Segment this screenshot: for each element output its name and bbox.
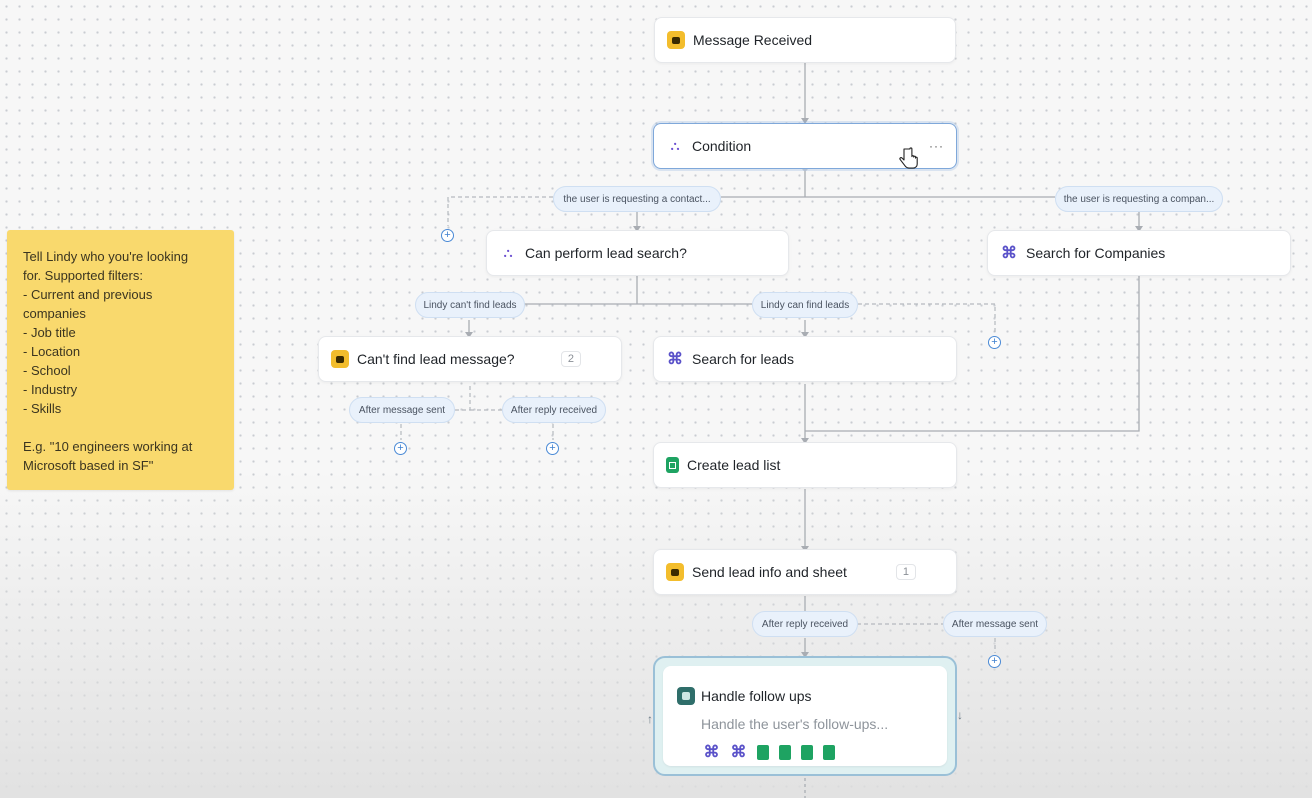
- count-badge: 1: [895, 564, 916, 580]
- node-label: Condition: [692, 138, 752, 154]
- node-label: Can't find lead message?: [357, 351, 515, 367]
- node-message-received[interactable]: Message Received: [654, 17, 956, 63]
- sheets-icon: [779, 744, 791, 760]
- sticky-line: - Industry: [23, 382, 78, 397]
- hand-cursor-icon: [899, 147, 918, 169]
- branch-pill-company[interactable]: the user is requesting a compan...: [1055, 186, 1223, 212]
- node-label: Search for leads: [692, 351, 794, 367]
- sticky-line: Tell Lindy who you're looking: [23, 249, 189, 264]
- branch-pill-can-find[interactable]: Lindy can find leads: [752, 292, 858, 318]
- more-options-button[interactable]: ···: [929, 139, 944, 153]
- branch-icon: ⛬: [503, 245, 513, 260]
- node-send-lead-info[interactable]: Send lead info and sheet 1: [653, 549, 957, 595]
- sheets-icon: [823, 744, 835, 760]
- branch-pill-after-message-sent[interactable]: After message sent: [943, 611, 1047, 637]
- branch-icon: ⛬: [670, 138, 680, 153]
- chat-icon: [667, 31, 685, 49]
- add-step-button[interactable]: +: [394, 442, 407, 455]
- sticky-line: [23, 418, 218, 437]
- sticky-line: Microsoft based in SF": [23, 458, 154, 473]
- sheets-icon: [757, 744, 769, 760]
- sticky-line: - Skills: [23, 401, 62, 416]
- node-label: Create lead list: [687, 457, 781, 473]
- sticky-line: - Location: [23, 344, 81, 359]
- node-handle-follow-ups[interactable]: Handle follow ups Handle the user's foll…: [647, 656, 963, 776]
- branch-pill-cant-find[interactable]: Lindy can't find leads: [415, 292, 525, 318]
- node-cant-find-lead-message[interactable]: Can't find lead message? 2: [318, 336, 622, 382]
- sticky-line: companies: [23, 306, 86, 321]
- agent-card: Handle follow ups Handle the user's foll…: [663, 666, 947, 766]
- sheets-icon: [801, 744, 813, 760]
- people-search-icon: ⌘: [730, 744, 747, 761]
- node-description: Handle the user's follow-ups...: [701, 716, 889, 732]
- node-label: Handle follow ups: [701, 688, 812, 704]
- chat-icon: [666, 563, 684, 581]
- branch-pill-after-reply-received[interactable]: After reply received: [502, 397, 606, 423]
- sticky-line: for. Supported filters:: [23, 268, 143, 283]
- node-label: Send lead info and sheet: [692, 564, 847, 580]
- node-label: Search for Companies: [1026, 245, 1166, 261]
- node-can-perform-lead-search[interactable]: ⛬ Can perform lead search?: [486, 230, 789, 276]
- sticky-line: E.g. "10 engineers working at: [23, 439, 193, 454]
- add-step-button[interactable]: +: [988, 655, 1001, 668]
- node-label: Can perform lead search?: [525, 245, 687, 261]
- sticky-line: - Current and previous: [23, 287, 153, 302]
- sticky-note[interactable]: Tell Lindy who you're looking for. Suppo…: [7, 230, 234, 490]
- add-step-button[interactable]: +: [988, 336, 1001, 349]
- node-search-for-companies[interactable]: ⌘ Search for Companies: [987, 230, 1291, 276]
- branch-pill-after-message-sent[interactable]: After message sent: [349, 397, 455, 423]
- sticky-line: - Job title: [23, 325, 76, 340]
- node-condition[interactable]: ⛬ Condition ···: [653, 123, 957, 169]
- agent-icon: [677, 687, 695, 705]
- add-step-button[interactable]: +: [546, 442, 559, 455]
- people-search-icon: ⌘: [703, 744, 720, 761]
- people-search-icon: ⌘: [1001, 245, 1017, 262]
- sheets-icon: [666, 457, 679, 473]
- branch-pill-contact[interactable]: the user is requesting a contact...: [553, 186, 721, 212]
- loop-arrow-down-icon: ↓: [957, 708, 963, 722]
- people-search-icon: ⌘: [667, 351, 683, 368]
- chat-icon: [331, 350, 349, 368]
- node-search-for-leads[interactable]: ⌘ Search for leads: [653, 336, 957, 382]
- add-step-button[interactable]: +: [441, 229, 454, 242]
- sticky-line: - School: [23, 363, 71, 378]
- node-label: Message Received: [693, 32, 813, 48]
- tool-list: ⌘ ⌘: [703, 742, 835, 762]
- loop-arrow-up-icon: ↑: [647, 712, 653, 726]
- branch-pill-after-reply-received[interactable]: After reply received: [752, 611, 858, 637]
- count-badge: 2: [560, 351, 581, 367]
- node-create-lead-list[interactable]: Create lead list: [653, 442, 957, 488]
